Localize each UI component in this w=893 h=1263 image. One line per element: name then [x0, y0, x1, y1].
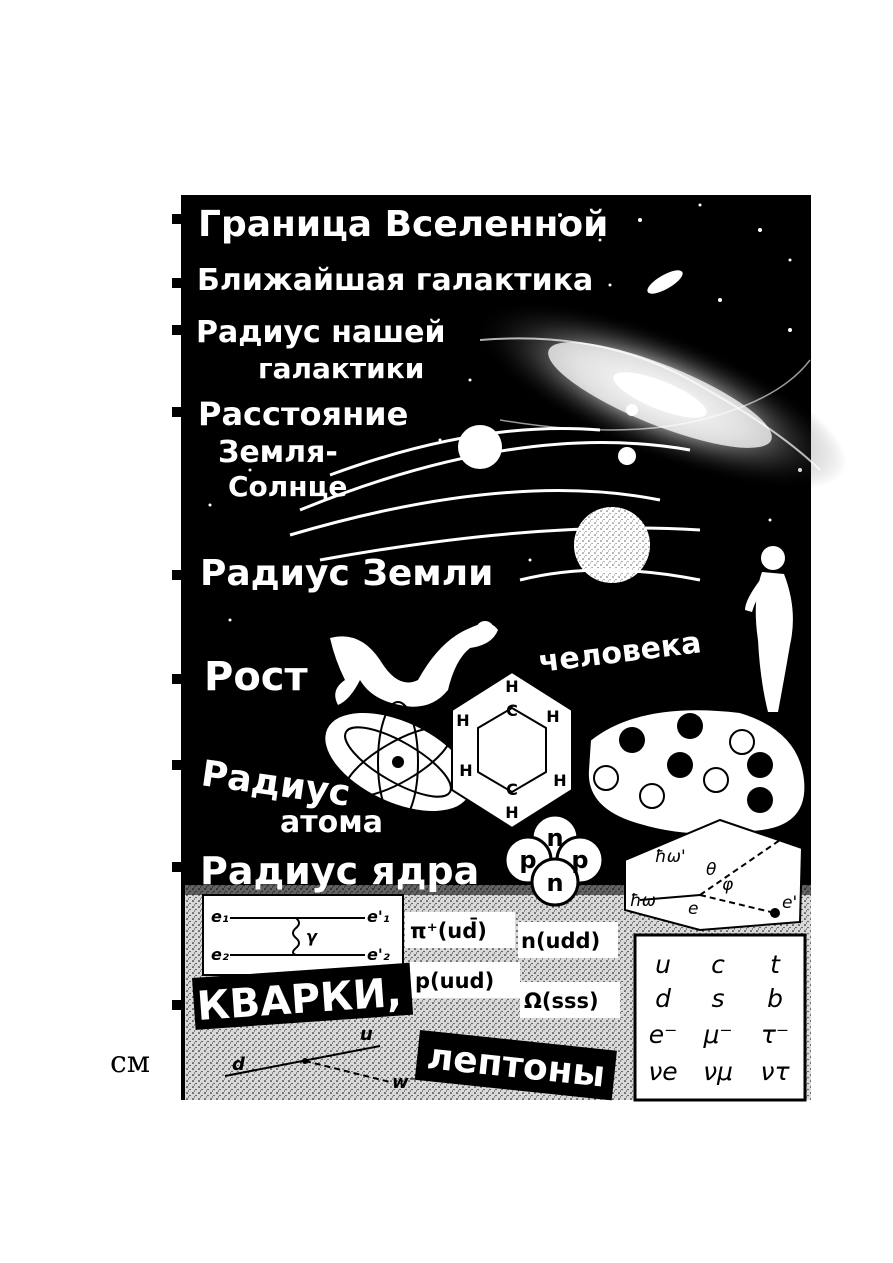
label-human-height-1: Рост [204, 654, 309, 700]
svg-text:ħω: ħω [630, 891, 656, 911]
svg-text:ħω': ħω' [655, 847, 686, 867]
earth-icon [519, 507, 701, 583]
svg-text:H: H [505, 803, 518, 822]
svg-text:H: H [553, 771, 566, 790]
label-earth-sun-2: Земля- [218, 435, 338, 470]
unit-label: см [110, 1045, 150, 1080]
nucleus-top-n: n [546, 824, 563, 852]
label-nucleus-radius: Радиус ядра [200, 849, 479, 893]
svg-text:θ: θ [706, 860, 717, 880]
fermion-cell: u [655, 950, 671, 979]
svg-text:e: e [688, 899, 698, 919]
nucleus-bottom-n: n [546, 869, 563, 897]
neutron-label: n(udd) [521, 929, 600, 953]
fermion-cell: b [767, 984, 783, 1013]
reclining-human-icon [330, 621, 498, 707]
star-field [208, 203, 802, 622]
fermion-cell: e⁻ [649, 1020, 678, 1049]
svg-text:C: C [506, 701, 518, 720]
svg-text:e₁: e₁ [211, 907, 229, 926]
sun-icon [458, 425, 502, 469]
benzene-molecule-icon: H C H H H H C H [451, 670, 573, 830]
label-galaxy-radius-2: галактики [258, 352, 424, 385]
omega-label: Ω(sss) [524, 989, 599, 1013]
svg-text:H: H [505, 677, 518, 696]
nucleus-left-p: p [519, 846, 536, 874]
pion-label: π⁺(ud̄) [410, 918, 487, 943]
photon-scattering-diagram: ħω' θ φ ħω e e' [624, 818, 804, 932]
atom-icon [325, 701, 471, 823]
fermion-cell: μ⁻ [702, 1020, 732, 1049]
scale-text-labels: Граница Вселенной Ближайшая галактика Ра… [196, 204, 703, 893]
fermion-cell: c [711, 950, 725, 979]
fermion-cell: νμ [703, 1057, 733, 1086]
nucleus-icon: n p p n [503, 813, 605, 907]
label-earth-sun-3: Солнце [228, 470, 347, 503]
svg-text:H: H [546, 707, 559, 726]
svg-text:u: u [360, 1024, 373, 1045]
svg-text:w⁻: w⁻ [392, 1072, 418, 1093]
svg-text:H: H [459, 761, 472, 780]
svg-text:C: C [506, 780, 518, 799]
label-atom-radius-2: атома [280, 805, 383, 840]
svg-text:e': e' [782, 893, 797, 913]
svg-text:e₂: e₂ [211, 945, 229, 964]
svg-text:γ: γ [306, 927, 318, 946]
hadron-labels: π⁺(ud̄) n(udd) p(uud) Ω(sss) [405, 912, 620, 1018]
spiral-galaxy-icon [473, 300, 847, 490]
decay-diagram: d u w⁻ [224, 1024, 418, 1093]
nucleon-diagram [586, 708, 807, 836]
fermion-cell: νe [648, 1057, 677, 1086]
fermion-cell: τ⁻ [761, 1020, 789, 1049]
label-earth-sun-1: Расстояние [198, 395, 408, 433]
fermion-cell: d [655, 984, 671, 1013]
svg-text:d: d [232, 1054, 246, 1075]
fermion-cell: s [711, 984, 724, 1013]
svg-text:e'₂: e'₂ [367, 945, 390, 964]
nearest-galaxy-icon [647, 270, 683, 294]
svg-text:H: H [456, 711, 469, 730]
electron-exchange-diagram: e₁ e'₁ γ e₂ e'₂ [202, 894, 404, 976]
proton-label: p(uud) [415, 969, 494, 993]
label-universe-boundary: Граница Вселенной [198, 204, 608, 245]
nucleus-right-p: p [571, 846, 588, 874]
label-earth-radius: Радиус Земли [200, 553, 493, 594]
fermion-cell: ντ [760, 1057, 790, 1086]
label-nearest-galaxy: Ближайшая галактика [197, 263, 593, 298]
fermion-cell: t [770, 950, 781, 979]
svg-text:e'₁: e'₁ [367, 907, 390, 926]
planet-tiny-icon [626, 404, 638, 416]
planet-small-icon [618, 447, 636, 465]
scale-ticks [172, 214, 184, 1010]
svg-text:φ: φ [722, 875, 734, 895]
solar-system-icon [289, 426, 701, 562]
label-galaxy-radius-1: Радиус нашей [196, 315, 445, 350]
standing-human-icon [745, 546, 793, 712]
